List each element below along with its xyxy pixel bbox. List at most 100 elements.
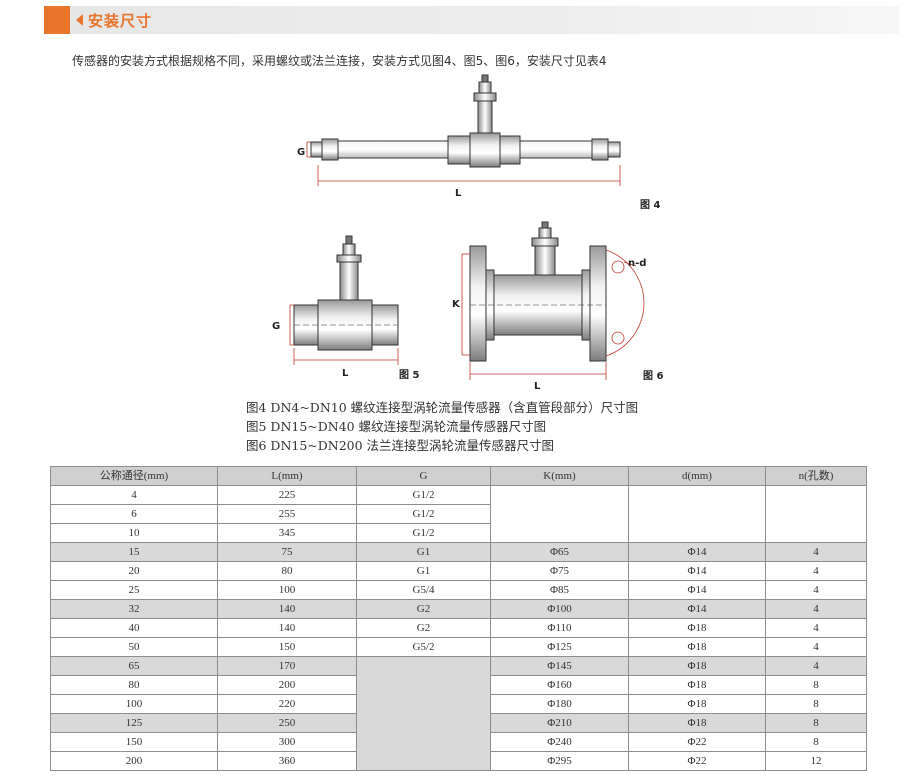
cell-k: Φ160 bbox=[490, 675, 629, 695]
table-row: 25 100 G5/4 Φ85 Φ14 4 bbox=[50, 580, 867, 600]
figure-4-dimensions bbox=[306, 141, 621, 186]
table-row: 15 75 G1 Φ65 Φ14 4 bbox=[50, 542, 867, 562]
cell-l: 345 bbox=[217, 523, 357, 543]
cell-k: Φ295 bbox=[490, 751, 629, 771]
cell-n: 8 bbox=[765, 732, 867, 752]
cell-g: G5/2 bbox=[356, 637, 491, 657]
cell-g: G1 bbox=[356, 542, 491, 562]
caption-fig6: 图6 DN15~DN200 法兰连接型涡轮流量传感器尺寸图 bbox=[246, 438, 555, 453]
fig6-label: 图 6 bbox=[643, 370, 663, 382]
cell-l: 220 bbox=[217, 694, 357, 714]
cell-dn: 125 bbox=[50, 713, 218, 733]
figure-5-drawing bbox=[293, 235, 399, 351]
table-row: 150 300 Φ240 Φ22 8 bbox=[50, 732, 867, 752]
cell-dn: 40 bbox=[50, 618, 218, 638]
caret-left-icon bbox=[76, 14, 83, 26]
cell-l: 225 bbox=[217, 485, 357, 505]
table-row: 50 150 G5/2 Φ125 Φ18 4 bbox=[50, 637, 867, 657]
installation-drawings: G L 图 4 G L 图 5 bbox=[272, 74, 663, 392]
cell-k: Φ75 bbox=[490, 561, 629, 581]
cell-l: 100 bbox=[217, 580, 357, 600]
table-row: 65 170 Φ145 Φ18 4 bbox=[50, 656, 867, 771]
cell-k: Φ85 bbox=[490, 580, 629, 600]
cell-n: 4 bbox=[765, 656, 867, 676]
cell-d: Φ18 bbox=[628, 618, 766, 638]
figure-4-drawing bbox=[310, 74, 621, 168]
table-row: 125 250 Φ210 Φ18 8 bbox=[50, 713, 867, 733]
cell-d-empty bbox=[628, 485, 766, 543]
cell-k: Φ65 bbox=[490, 542, 629, 562]
cell-d: Φ18 bbox=[628, 694, 766, 714]
cell-n: 8 bbox=[765, 713, 867, 733]
fig6-dim-l: L bbox=[534, 381, 541, 392]
cell-l: 255 bbox=[217, 504, 357, 524]
cell-l: 360 bbox=[217, 751, 357, 771]
table-row: 200 360 Φ295 Φ22 12 bbox=[50, 751, 867, 771]
fig6-dim-k: K bbox=[452, 299, 461, 310]
cell-l: 170 bbox=[217, 656, 357, 676]
cell-d: Φ22 bbox=[628, 732, 766, 752]
dimension-table: 公称通径(mm) L(mm) G K(mm) d(mm) n(孔数) 4 225… bbox=[50, 466, 867, 771]
cell-n: 8 bbox=[765, 694, 867, 714]
cell-k: Φ125 bbox=[490, 637, 629, 657]
cell-g: G2 bbox=[356, 618, 491, 638]
cell-dn: 32 bbox=[50, 599, 218, 619]
cell-n: 4 bbox=[765, 561, 867, 581]
cell-dn: 200 bbox=[50, 751, 218, 771]
cell-k: Φ210 bbox=[490, 713, 629, 733]
cell-n: 8 bbox=[765, 675, 867, 695]
fig4-label: 图 4 bbox=[640, 199, 660, 211]
cell-n: 4 bbox=[765, 580, 867, 600]
fig5-dim-l: L bbox=[342, 368, 349, 379]
figure-captions: 图4 DN4~DN10 螺纹连接型涡轮流量传感器（含直管段部分）尺寸图 图5 D… bbox=[246, 398, 638, 455]
cell-l: 140 bbox=[217, 599, 357, 619]
cell-d: Φ18 bbox=[628, 656, 766, 676]
cell-d: Φ18 bbox=[628, 637, 766, 657]
cell-d: Φ14 bbox=[628, 599, 766, 619]
cell-dn: 4 bbox=[50, 485, 218, 505]
cell-dn: 6 bbox=[50, 504, 218, 524]
cell-k-empty bbox=[490, 485, 629, 543]
fig4-dim-g: G bbox=[297, 147, 305, 158]
col-header-k: K(mm) bbox=[490, 466, 629, 486]
col-header-l: L(mm) bbox=[217, 466, 357, 486]
cell-g: G1/2 bbox=[356, 523, 491, 543]
table-row: 100 220 Φ180 Φ18 8 bbox=[50, 694, 867, 714]
table-row: 6 255 G1/2 bbox=[50, 504, 867, 524]
cell-l: 200 bbox=[217, 675, 357, 695]
caption-fig5: 图5 DN15~DN40 螺纹连接型涡轮流量传感器尺寸图 bbox=[246, 419, 547, 434]
header-accent-block bbox=[44, 6, 70, 34]
intro-text: 传感器的安装方式根据规格不同，采用螺纹或法兰连接，安装方式见图4、图5、图6，安… bbox=[72, 54, 607, 68]
table-row: 40 140 G2 Φ110 Φ18 4 bbox=[50, 618, 867, 638]
cell-k: Φ110 bbox=[490, 618, 629, 638]
cell-g-empty bbox=[356, 656, 491, 771]
cell-dn: 65 bbox=[50, 656, 218, 676]
col-header-n: n(孔数) bbox=[765, 466, 867, 486]
cell-l: 150 bbox=[217, 637, 357, 657]
cell-l: 75 bbox=[217, 542, 357, 562]
table-row: 10 345 G1/2 bbox=[50, 523, 867, 543]
fig5-dim-g: G bbox=[272, 321, 280, 332]
section-title: 安装尺寸 bbox=[88, 12, 153, 30]
cell-k: Φ100 bbox=[490, 599, 629, 619]
cell-k: Φ145 bbox=[490, 656, 629, 676]
cell-g: G2 bbox=[356, 599, 491, 619]
cell-d: Φ14 bbox=[628, 542, 766, 562]
cell-dn: 80 bbox=[50, 675, 218, 695]
table-row: 20 80 G1 Φ75 Φ14 4 bbox=[50, 561, 867, 581]
cell-dn: 10 bbox=[50, 523, 218, 543]
table-row: 32 140 G2 Φ100 Φ14 4 bbox=[50, 599, 867, 619]
cell-l: 300 bbox=[217, 732, 357, 752]
cell-dn: 100 bbox=[50, 694, 218, 714]
cell-k: Φ180 bbox=[490, 694, 629, 714]
cell-g: G5/4 bbox=[356, 580, 491, 600]
cell-n: 12 bbox=[765, 751, 867, 771]
table-header-row: 公称通径(mm) L(mm) G K(mm) d(mm) n(孔数) bbox=[50, 466, 867, 486]
table-row: 4 225 G1/2 bbox=[50, 485, 867, 543]
cell-d: Φ14 bbox=[628, 580, 766, 600]
cell-n: 4 bbox=[765, 618, 867, 638]
cell-dn: 15 bbox=[50, 542, 218, 562]
fig6-dim-nd: n-d bbox=[628, 258, 646, 269]
cell-d: Φ22 bbox=[628, 751, 766, 771]
col-header-d: d(mm) bbox=[628, 466, 766, 486]
